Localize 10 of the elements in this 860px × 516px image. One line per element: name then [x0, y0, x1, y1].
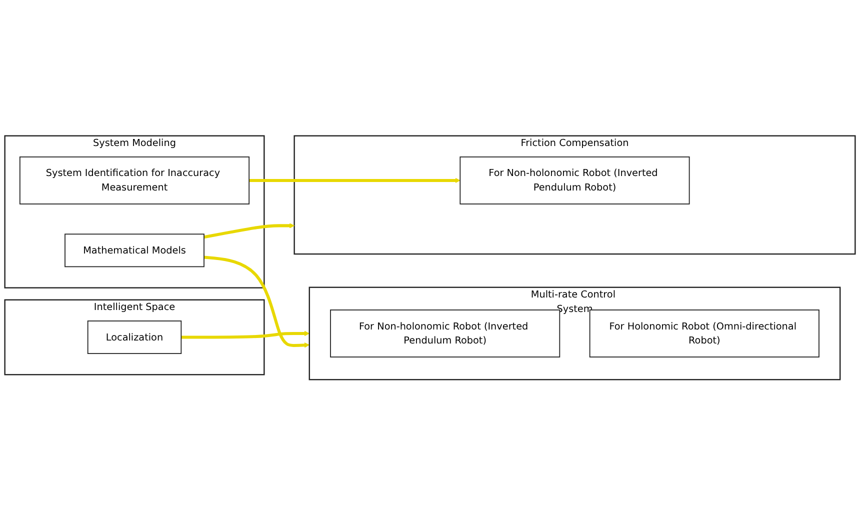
arrow — [204, 256, 310, 348]
node-box: For Holonomic Robot (Omni-directional Robot) — [589, 310, 820, 358]
node-box: System Identification for Inaccuracy Measurement — [19, 156, 250, 205]
arrow — [249, 178, 460, 184]
arrow — [181, 331, 310, 340]
node-box: For Non-holonomic Robot (Inverted Pendulum Robot) — [460, 156, 690, 205]
arrow — [204, 223, 295, 239]
node-box: Localization — [87, 320, 182, 354]
node-box: Mathematical Models — [64, 234, 204, 268]
node-box: For Non-holonomic Robot (Inverted Pendulum Robot) — [330, 310, 560, 358]
